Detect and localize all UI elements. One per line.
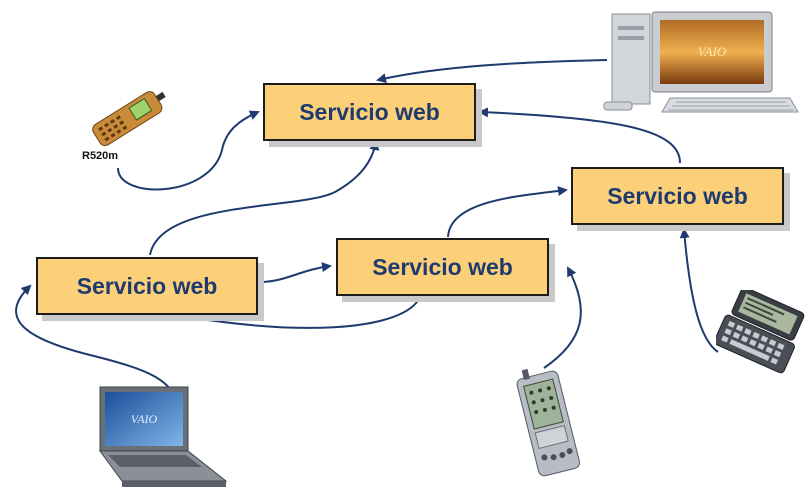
service-node-left: Servicio web — [36, 257, 258, 315]
arrow-desktop-to-top — [376, 59, 608, 84]
arrow-center-to-right — [447, 186, 568, 238]
pda-icon — [516, 368, 581, 477]
laptop-icon: VAIO — [99, 386, 228, 487]
arrow-center-to-left — [148, 296, 421, 329]
service-node-label: Servicio web — [299, 98, 440, 125]
service-node-right: Servicio web — [571, 167, 784, 225]
arrow-organizer-to-right — [679, 228, 719, 353]
handheld-organizer-icon — [716, 290, 805, 374]
service-node-label: Servicio web — [76, 272, 218, 299]
service-node-top: Servicio web — [263, 83, 476, 141]
service-node-label: Servicio web — [372, 253, 513, 280]
laptop-screen-text: VAIO — [131, 412, 158, 426]
arrow-pda-to-center — [543, 266, 582, 369]
desktop-computer-icon: VAIO — [603, 11, 799, 113]
service-node-label: Servicio web — [607, 182, 748, 209]
arrow-right-to-top — [478, 107, 681, 164]
arrow-left-to-top — [149, 140, 380, 256]
arrow-left-to-center — [259, 262, 332, 283]
phone-caption: R520m — [82, 150, 119, 162]
arrow-phone-to-top — [117, 110, 260, 191]
service-node-center: Servicio web — [336, 238, 549, 296]
mobile-phone-icon — [92, 91, 166, 147]
arrow-laptop-to-left — [15, 284, 179, 411]
desktop-screen-text: VAIO — [698, 44, 727, 59]
